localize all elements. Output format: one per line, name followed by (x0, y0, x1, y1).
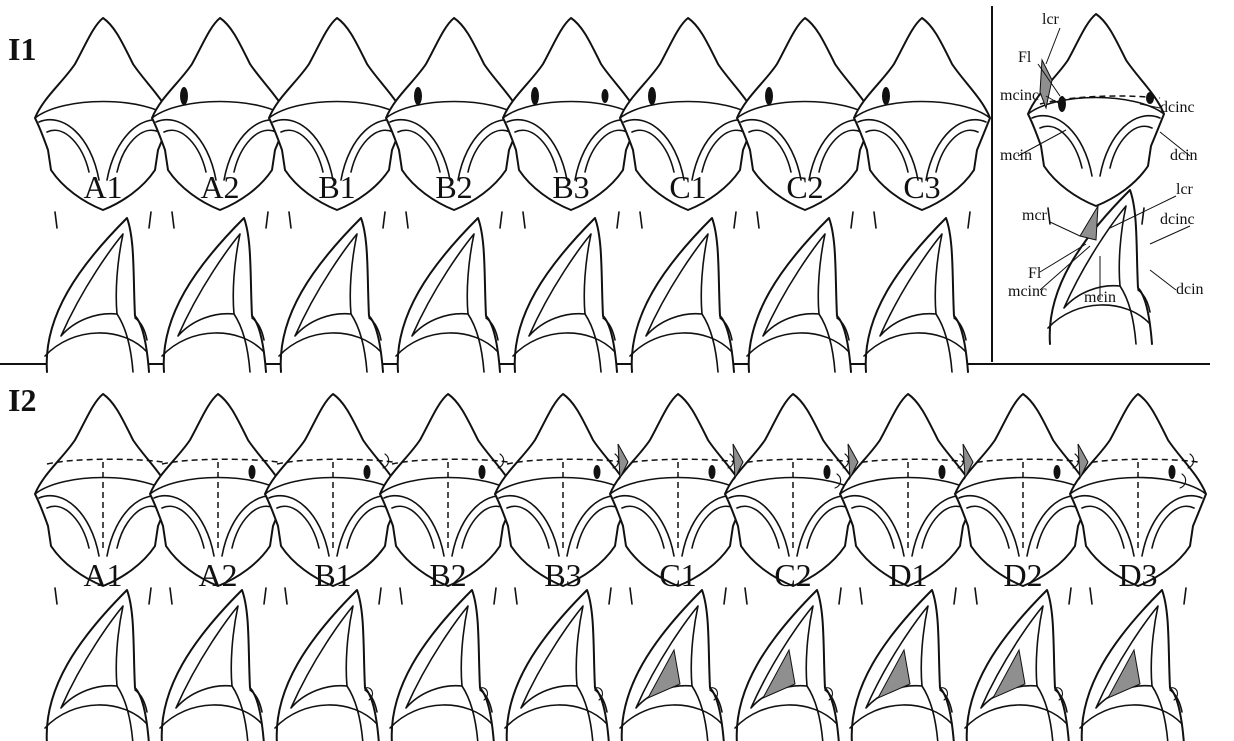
i1-side-crown-c2 (747, 218, 851, 372)
i2-side-crown-b3 (505, 590, 609, 741)
mesial-pit-mark (765, 87, 773, 105)
i1-side-crown-a2 (162, 218, 266, 372)
mesial-pit-mark (882, 87, 890, 105)
distal-pit-mark (824, 465, 831, 479)
mesial-pit-mark (531, 87, 539, 105)
i1-side-crown-b2 (396, 218, 500, 372)
i2-variant-label-b1: B1 (314, 557, 351, 593)
i2-variant-label-c2: C2 (774, 557, 811, 593)
legend-side-view: lcr mcr dcinc Fl mcinc mcin dcin (1008, 181, 1204, 344)
i1-variant-label-c3: C3 (903, 169, 940, 205)
i2-variant-label-c1: C1 (659, 557, 696, 593)
mesial-pit-mark (180, 87, 188, 105)
i2-side-crown-a1 (45, 590, 149, 741)
i2-side-crown-d2 (965, 590, 1069, 741)
distal-pit-mark (939, 465, 946, 479)
i2-side-crown-d1 (850, 590, 954, 741)
i2-variant-label-d2: D2 (1003, 557, 1042, 593)
i2-side-crown-b2 (390, 590, 494, 741)
i1-side-crown-c3 (864, 218, 968, 372)
mesial-pit-mark (648, 87, 656, 105)
i1-variant-label-c2: C2 (786, 169, 823, 205)
legend-front-mcinc: mcinc (1000, 87, 1039, 104)
legend-front-view: lcr Fl mcinc dcinc mcin dcin (1000, 11, 1198, 224)
i1-side-crown-b1 (279, 218, 383, 372)
distal-pit-mark (1169, 465, 1176, 479)
i1-side-row (45, 218, 968, 372)
mesial-pit-mark (414, 87, 422, 105)
i1-variant-label-c1: C1 (669, 169, 706, 205)
distal-pit-mark (709, 465, 716, 479)
legend-front-dcinc: dcinc (1160, 99, 1195, 116)
i2-variant-label-a2: A2 (198, 557, 237, 593)
i2-side-crown-c2 (735, 590, 839, 741)
i2-variant-label-d3: D3 (1118, 557, 1157, 593)
legend-side-lcr: lcr (1176, 181, 1194, 198)
legend-front-fl: Fl (1018, 49, 1032, 66)
legend-side-dcinc: dcinc (1160, 211, 1195, 228)
legend-front-mcin: mcin (1000, 147, 1032, 164)
distal-pit-mark (364, 465, 371, 479)
distal-pit-mark (594, 465, 601, 479)
i2-side-crown-b1 (275, 590, 379, 741)
legend-front-lcr: lcr (1042, 11, 1060, 28)
i1-variant-label-a2: A2 (200, 169, 239, 205)
distal-pit-mark (479, 465, 486, 479)
legend-side-mcinc: mcinc (1008, 283, 1047, 300)
distal-pit-mark (1054, 465, 1061, 479)
section-label-i1: I1 (8, 31, 36, 67)
distal-pit-mark (249, 465, 256, 479)
i2-side-row (45, 590, 1184, 741)
i2-side-crown-a2 (160, 590, 264, 741)
distal-pit-mark (602, 89, 609, 103)
legend-side-mcr: mcr (1022, 207, 1048, 224)
legend-side-fl: Fl (1028, 265, 1042, 282)
i1-variant-label-a1: A1 (83, 169, 122, 205)
i2-variant-label-d1: D1 (888, 557, 927, 593)
i1-variant-label-b3: B3 (552, 169, 589, 205)
i1-variant-label-b2: B2 (435, 169, 472, 205)
i2-variant-label-b2: B2 (429, 557, 466, 593)
legend-side-dcin: dcin (1176, 281, 1204, 298)
i1-side-crown-b3 (513, 218, 617, 372)
i1-side-crown-a1 (45, 218, 149, 372)
i2-side-crown-d3 (1080, 590, 1184, 741)
i1-front-row (35, 18, 990, 228)
i1-variant-labels: A1 A2 B1 B2 B3 C1 C2 C3 (83, 169, 940, 205)
i2-side-crown-c1 (620, 590, 724, 741)
legend-front-dcin: dcin (1170, 147, 1198, 164)
legend-side-mcin: mcin (1084, 289, 1116, 306)
i1-variant-label-b1: B1 (318, 169, 355, 205)
i2-variant-label-b3: B3 (544, 557, 581, 593)
section-label-i2: I2 (8, 382, 36, 418)
i1-side-crown-c1 (630, 218, 734, 372)
i2-variant-label-a1: A1 (83, 557, 122, 593)
